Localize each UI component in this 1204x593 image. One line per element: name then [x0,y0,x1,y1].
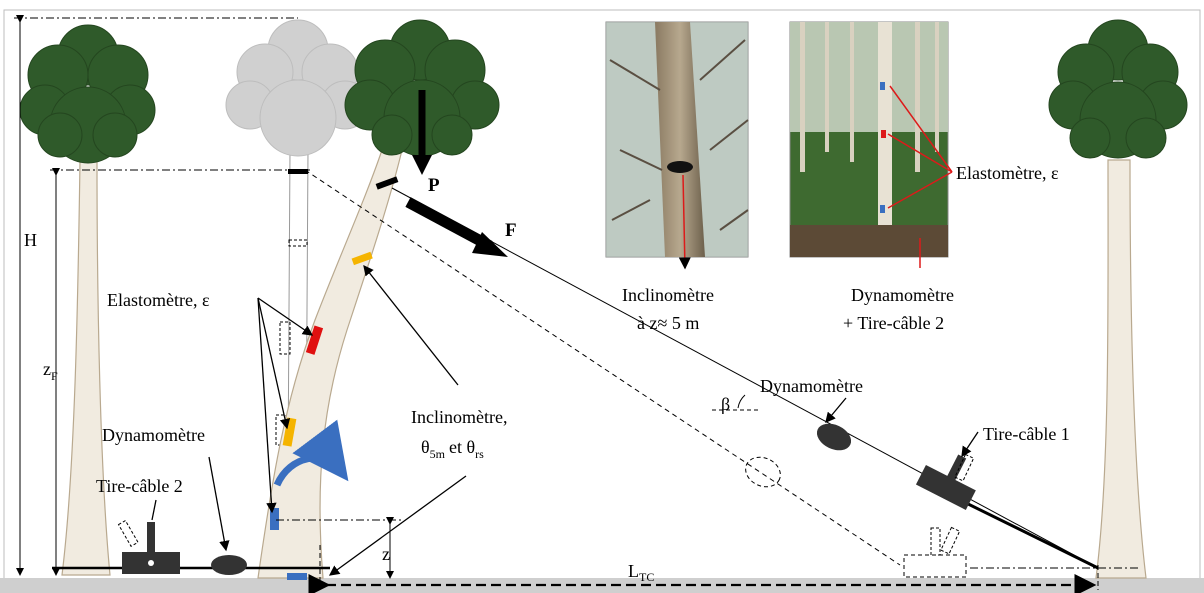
dynamometer-right-label: Dynamomètre [760,376,863,396]
photo1-caption-line2: à z≈ 5 m [637,313,699,333]
photo2-caption-line1: Dynamomètre [851,285,954,305]
photo-field-setup [789,21,953,268]
ghost-crown-icon [225,19,370,157]
tree-crown-icon [344,19,500,157]
dimension-lines [14,15,1140,590]
curved-arrow-icon [273,419,349,487]
vertical-force-label: P [428,175,440,196]
height-label: H [24,230,37,250]
left-tree [19,24,156,576]
dynamometer-ellipse-icon [211,423,852,575]
force-arrows [405,90,508,257]
initial-cable [304,169,901,566]
dynamometer-left-label: Dynamomètre [102,425,205,445]
tree-crown-icon [19,24,156,164]
strain-gauge-blue [270,508,279,530]
pulling-cable [391,187,1099,569]
pull-force-label: F [505,220,517,241]
z-label: z [382,544,390,564]
cable-puller-2-label: Tire-câble 2 [96,476,183,496]
pointer-lines [151,264,979,576]
force-height-label: zF [43,359,58,383]
cable-puller-icon [117,453,976,578]
inclinometer-label-line1: Inclinomètre, [411,407,507,427]
inclinometer-marker [351,251,373,266]
inclinometer-device-icon [667,161,693,173]
photo2-caption-line2: + Tire-câble 2 [843,313,944,333]
strain-gauge-red [305,325,324,355]
angle-arc [737,394,746,409]
cable-puller-1-label: Tire-câble 1 [983,424,1070,444]
tree-crown-icon [1048,19,1188,159]
right-tree [1048,19,1188,579]
photo1-caption-line1: Inclinomètre [622,285,714,305]
angle-label: β [721,394,730,414]
photo-inclinometer [605,21,749,270]
strain-gauge-label: Elastomètre, ε [107,290,210,310]
photo2-strain-label: Elastomètre, ε [956,163,1059,183]
distance-label: LTC [628,561,654,584]
